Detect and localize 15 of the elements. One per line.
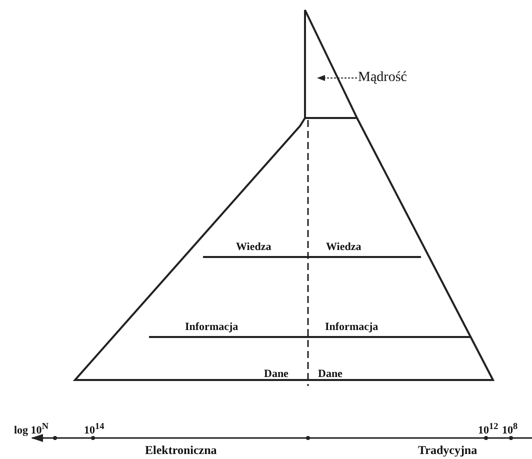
layer-label: Wiedza — [326, 241, 362, 254]
pyramid-tip — [304, 9, 359, 119]
layer-label: Dane — [318, 368, 342, 381]
layer-label: Mądrość — [358, 70, 407, 86]
axis-label: log 10$^{N}$ — [14, 420, 48, 438]
tick-label: 10$^{8}$ — [502, 420, 518, 438]
layer-label: Dane — [264, 368, 288, 381]
axis-label: Elektroniczna — [145, 444, 217, 457]
layer-label: Informacja — [325, 321, 378, 334]
tick-label: 10$^{12}$ — [478, 420, 498, 438]
tick-label: 10$^{14}$ — [84, 420, 104, 438]
layer-label: Informacja — [185, 321, 238, 334]
axis-label: Tradycyjna — [418, 444, 478, 457]
leader-line — [317, 75, 358, 81]
layer-label: Wiedza — [236, 241, 272, 254]
